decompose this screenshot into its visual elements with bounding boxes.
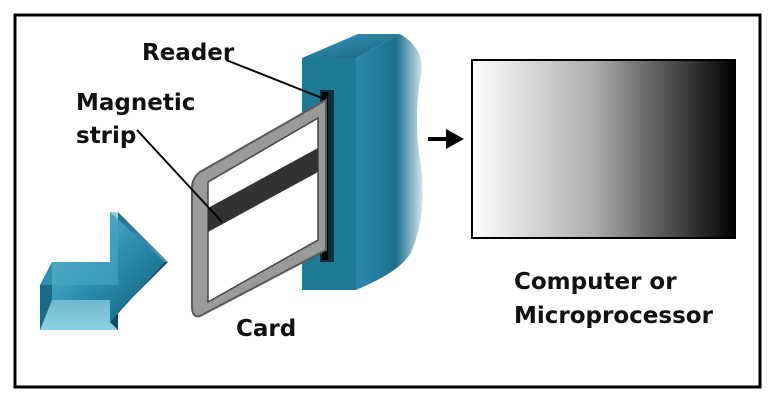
card-label: Card (236, 316, 296, 342)
computer-label-line2: Microprocessor (514, 303, 714, 329)
reader-label: Reader (142, 40, 235, 66)
data-flow-arrow-icon (428, 129, 464, 149)
magnetic-strip (208, 148, 318, 232)
computer-panel (471, 59, 736, 239)
input-arrow-icon (40, 212, 168, 330)
magnetic-card (191, 98, 327, 318)
magnetic-strip-label-line1: Magnetic (76, 90, 195, 116)
magnetic-strip-label-line2: strip (76, 123, 136, 149)
reader-side (356, 34, 423, 290)
reader-top (302, 34, 400, 58)
magnetic-strip-leader-line (136, 129, 223, 223)
computer-label-line1: Computer or (514, 269, 677, 295)
reader-leader-line (225, 59, 323, 99)
